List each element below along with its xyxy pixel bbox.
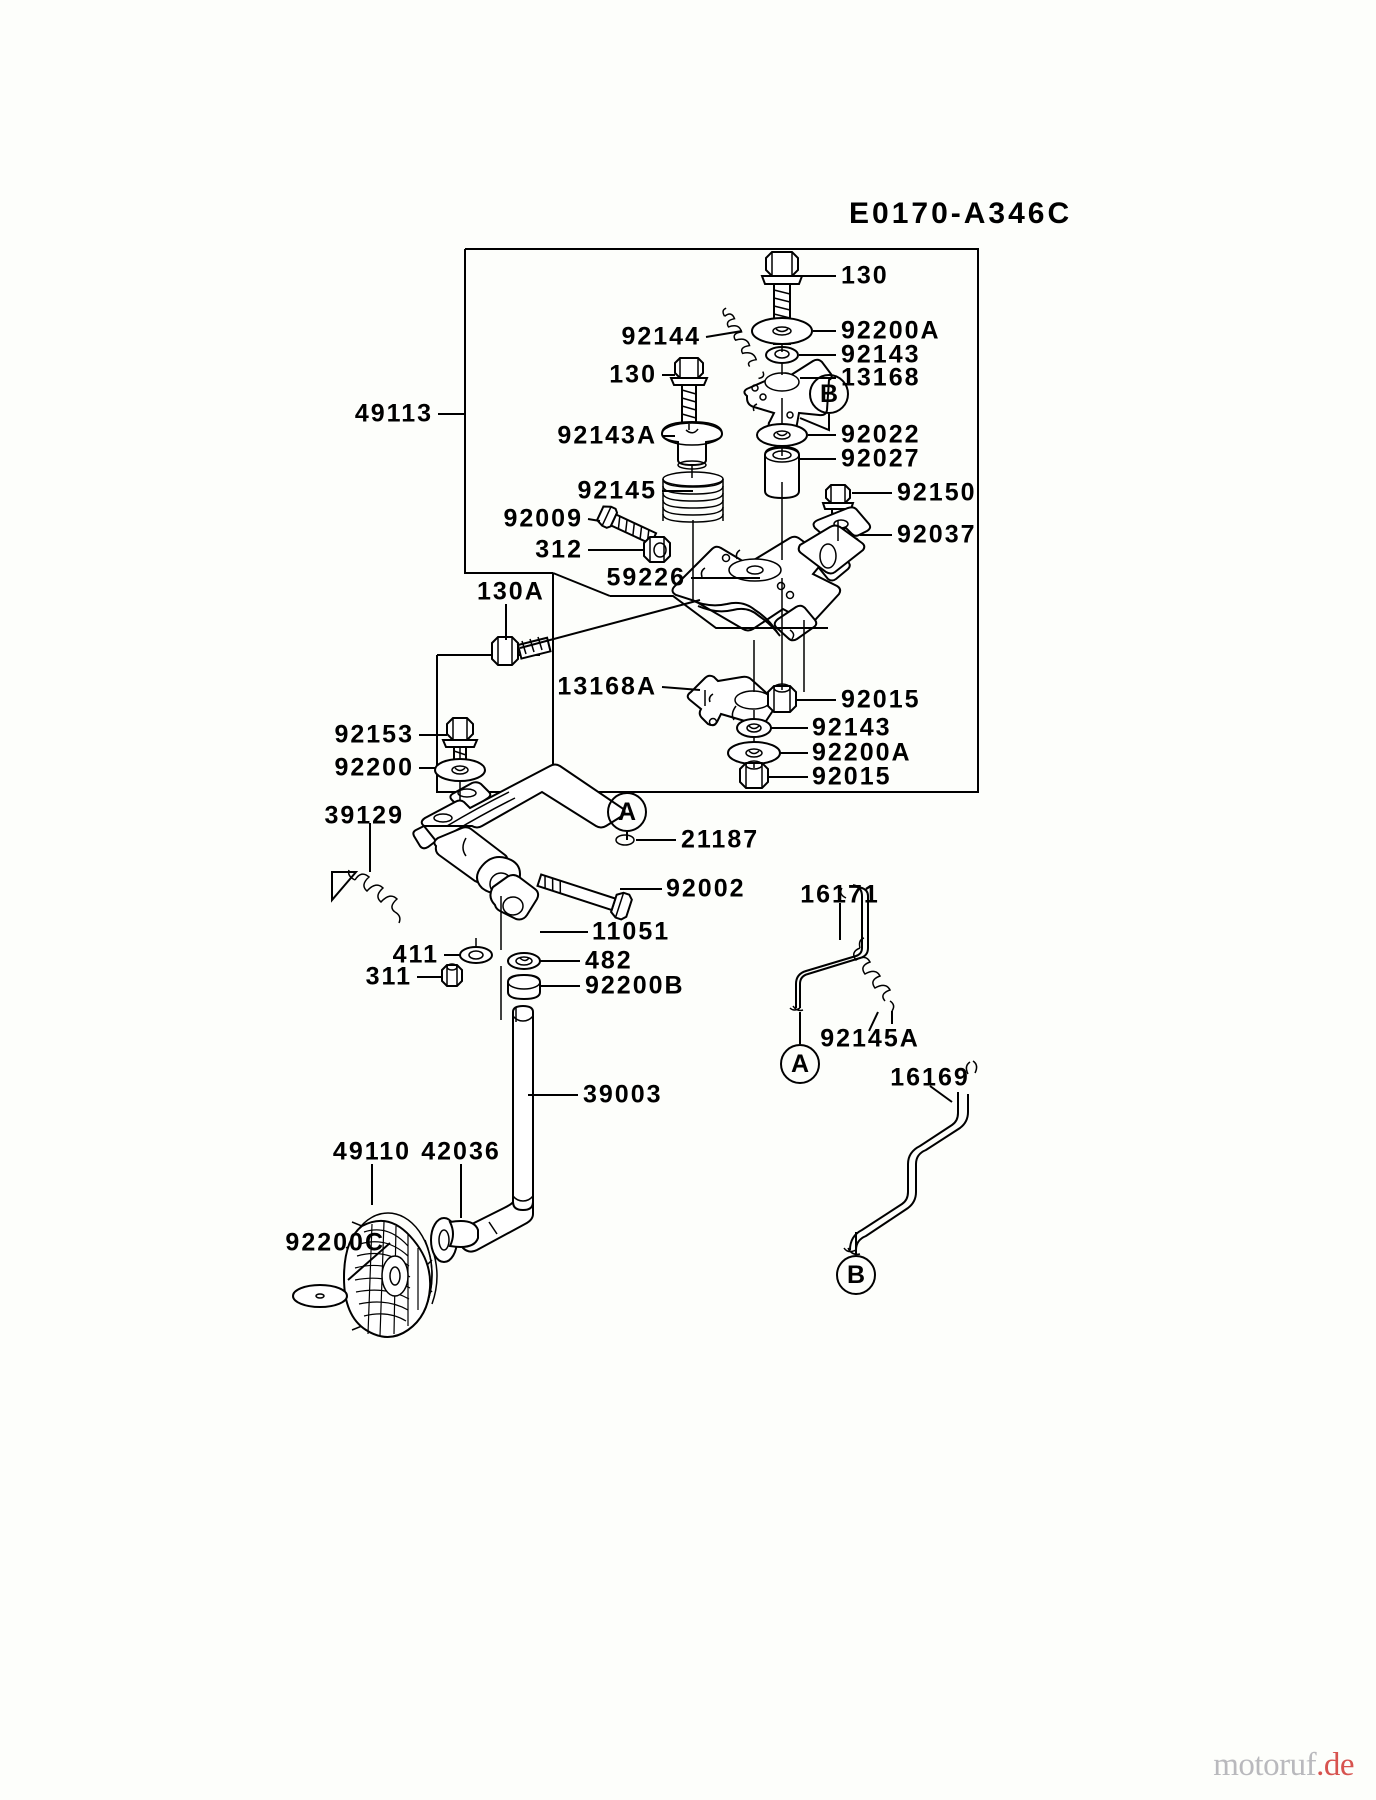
part-label-92144: 92144 [621,322,701,351]
part-92144-spring [722,307,765,380]
part-16171-rod [789,884,869,1012]
watermark-tld: .de [1316,1747,1354,1783]
part-92015-lower [739,760,769,789]
part-label-130-top: 130 [841,261,889,290]
part-92143-bottom [736,718,772,738]
part-label-92145: 92145 [577,476,657,505]
part-92200A-top [751,317,813,345]
page-title: E0170-A346C [849,197,1073,230]
part-92200C-washer [292,1284,348,1308]
part-92027-sleeve [764,445,800,500]
part-92200B-washer [507,973,541,1001]
part-label-92015-lower: 92015 [812,762,892,791]
part-92200-washer [434,758,486,782]
part-411-washer [459,946,493,964]
part-11051-clamp [489,874,540,921]
watermark-name: motoruf [1213,1747,1317,1783]
part-label-39003: 39003 [583,1080,663,1109]
part-311-nut [441,963,463,987]
part-92143A-collar [660,420,724,470]
part-92145A-spring [853,920,895,1024]
part-label-42036: 42036 [421,1137,501,1166]
part-42036-collar [430,1217,479,1263]
part-label-16171: 16171 [800,880,880,909]
part-label-92002: 92002 [666,874,746,903]
part-label-13168: 13168 [841,363,921,392]
part-label-92037: 92037 [897,520,977,549]
part-label-92200A-top: 92200A [841,316,941,345]
reference-circle-b-upper: B [809,374,849,414]
part-49110-gear [342,1212,438,1338]
part-label-92143A: 92143A [557,421,657,450]
part-label-92150: 92150 [897,478,977,507]
part-label-92143-bottom: 92143 [812,713,892,742]
part-label-311: 311 [365,962,412,991]
part-312-nut [643,536,671,563]
part-label-92200A-bottom: 92200A [812,738,912,767]
assembly-axis-lines [688,344,839,768]
part-label-49113: 49113 [354,399,433,428]
part-label-482: 482 [585,946,633,975]
reference-circle-a-lever: A [607,792,647,832]
leader-130A [519,599,701,649]
part-label-92200C: 92200C [285,1228,385,1257]
part-label-130A: 130A [477,577,545,606]
part-label-130-mid: 130 [609,360,657,389]
part-label-21187: 21187 [681,825,760,854]
part-label-13168A: 13168A [557,672,657,701]
part-label-11051: 11051 [592,917,671,946]
part-130-mid [669,357,709,431]
part-92002-bolt [536,873,633,921]
part-label-49110: 49110 [332,1137,412,1166]
part-label-411: 411 [392,940,439,969]
part-label-39129: 39129 [324,801,404,830]
part-label-16169: 16169 [890,1063,970,1092]
part-label-92145A: 92145A [820,1024,920,1053]
part-39129-spring [331,869,401,924]
part-label-92027: 92027 [841,444,921,473]
part-130A-bolt [491,636,552,666]
part-label-92143-top: 92143 [841,340,921,369]
part-label-92200: 92200 [334,753,414,782]
reference-circle-a-rod: A [780,1044,820,1084]
part-label-92200B: 92200B [585,971,685,1000]
part-label-92022: 92022 [841,420,921,449]
part-label-59226: 59226 [606,563,686,592]
part-92145-spring [662,471,724,523]
reference-circle-b-rod: B [836,1255,876,1295]
leader-lines [369,275,953,1103]
watermark: motoruf.de [1213,1747,1354,1784]
part-92015-upper [767,683,797,713]
leader-zigzag-bracket [610,595,828,629]
part-label-92009: 92009 [503,504,583,533]
part-59226-bracket [671,524,866,642]
part-label-92015-upper: 92015 [841,685,921,714]
part-label-312: 312 [535,535,583,564]
part-label-92153: 92153 [334,720,414,749]
part-16169-rod [843,1060,978,1256]
